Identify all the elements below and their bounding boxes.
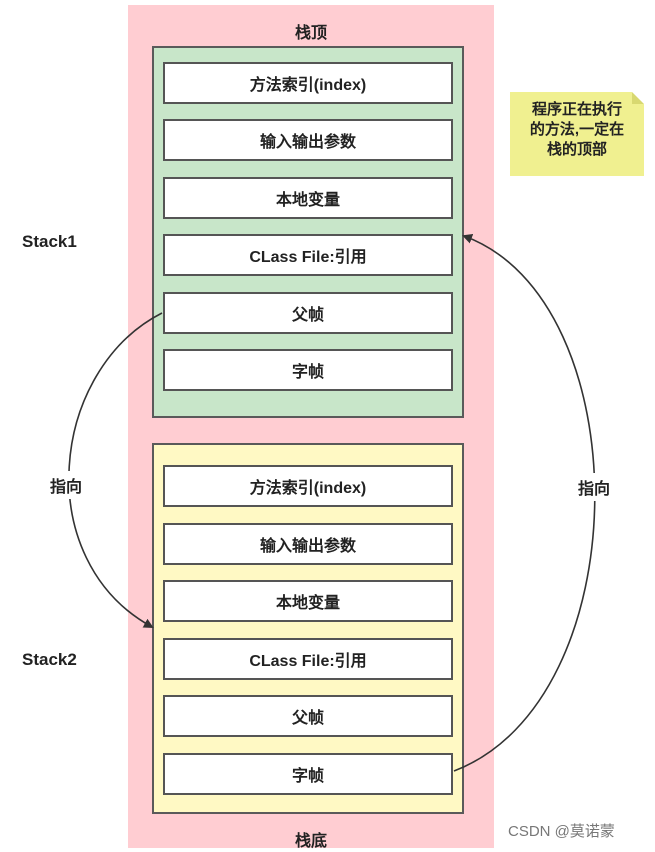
note-line-1: 程序正在执行 xyxy=(531,101,622,118)
stack-bottom-label: 栈底 xyxy=(294,833,327,850)
stack2-slot-io-params: 输入输出参数 xyxy=(163,523,453,565)
stack1-slot-io-params: 输入输出参数 xyxy=(163,119,453,161)
stack1-slot-child-frame: 字帧 xyxy=(163,349,453,391)
stack1-slot-class-file-ref: CLass File:引用 xyxy=(163,234,453,276)
watermark: CSDN @莫诺蒙 xyxy=(508,823,615,840)
stack2-label: Stack2 xyxy=(22,650,77,669)
note-fold-corner xyxy=(632,92,644,104)
note-line-2: 的方法,一定在 xyxy=(529,121,625,138)
stack2-frame: 方法索引(index) 输入输出参数 本地变量 CLass File:引用 父帧… xyxy=(152,443,464,814)
stack1-slot-parent-frame: 父帧 xyxy=(163,292,453,334)
stack2-slot-child-frame: 字帧 xyxy=(163,753,453,795)
parent-pointer-arrow xyxy=(68,312,163,628)
stack1-frame: 方法索引(index) 输入输出参数 本地变量 CLass File:引用 父帧… xyxy=(152,46,464,418)
left-arrow-label: 指向 xyxy=(48,471,85,499)
note-line-3: 栈的顶部 xyxy=(546,141,607,158)
sticky-note: 程序正在执行 的方法,一定在 栈的顶部 xyxy=(510,92,644,176)
stack1-slot-method-index: 方法索引(index) xyxy=(163,62,453,104)
right-arrow-label: 指向 xyxy=(576,473,613,501)
stack2-slot-parent-frame: 父帧 xyxy=(163,695,453,737)
stack2-slot-local-vars: 本地变量 xyxy=(163,580,453,622)
stack2-slot-method-index: 方法索引(index) xyxy=(163,465,453,507)
stack1-label: Stack1 xyxy=(22,232,77,251)
stack2-slot-class-file-ref: CLass File:引用 xyxy=(163,638,453,680)
stack1-slot-local-vars: 本地变量 xyxy=(163,177,453,219)
stack-top-label: 栈顶 xyxy=(294,25,327,42)
child-pointer-arrow xyxy=(453,234,596,772)
